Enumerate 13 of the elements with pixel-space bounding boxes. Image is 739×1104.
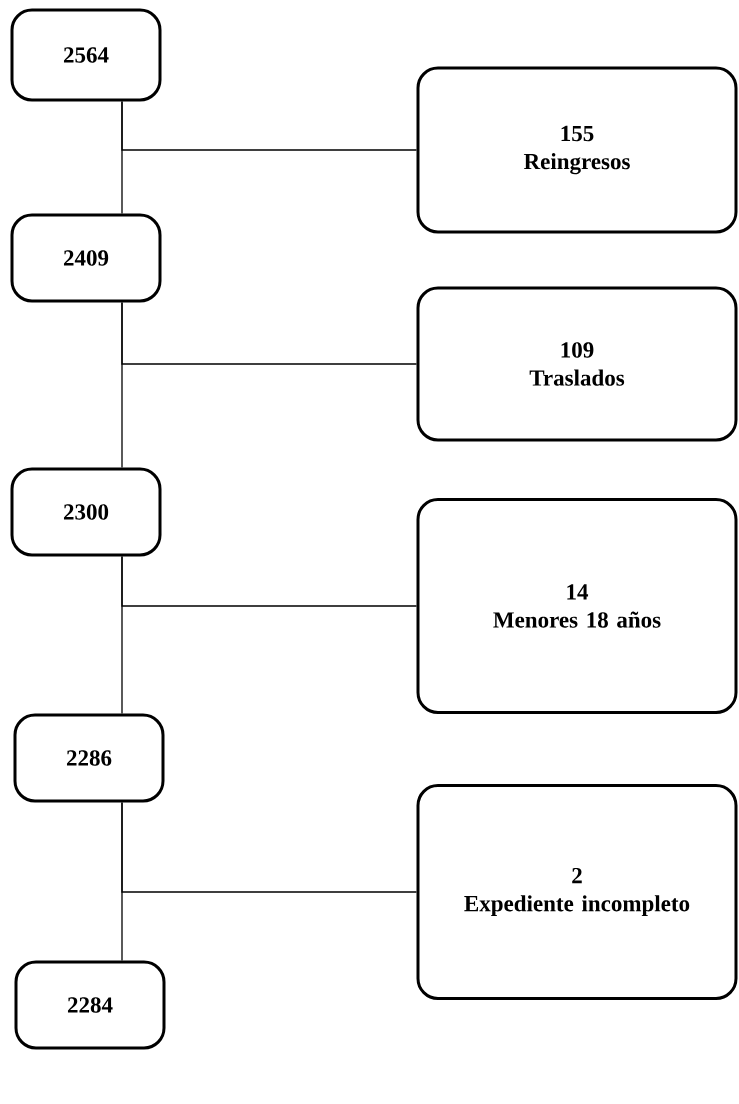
exclusion-box: 109 Traslados (416, 286, 738, 442)
exclusion-box: 155 Reingresos (416, 66, 738, 234)
exclusion-box: 14 Menores 18 años (416, 498, 738, 714)
count-box: 2286 (13, 713, 165, 803)
count-box: 2409 (10, 213, 162, 303)
exclusion-box: 2 Expediente incompleto (416, 784, 738, 1000)
branch-line (121, 555, 418, 607)
count-box: 2564 (10, 8, 162, 102)
count-box: 2284 (14, 960, 166, 1050)
branch-line (121, 100, 418, 151)
count-box: 2300 (10, 467, 162, 557)
branch-line (121, 801, 418, 893)
branch-line (121, 301, 418, 365)
